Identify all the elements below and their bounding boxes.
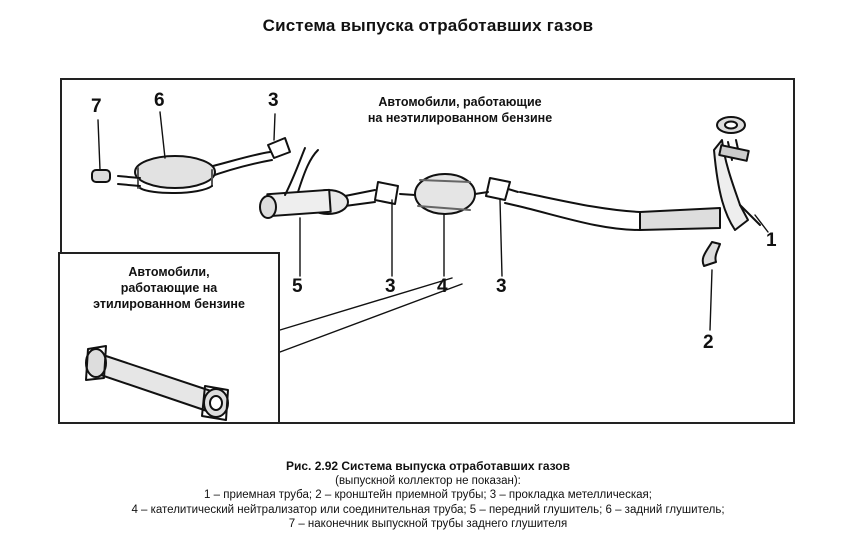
page-title: Система выпуска отработавших газов: [262, 16, 594, 35]
label-6: 6: [154, 90, 165, 111]
label-2: 2: [703, 332, 714, 353]
figure-caption: Рис. 2.92 Система выпуска отработавших г…: [0, 459, 856, 532]
caption-heading: Рис. 2.92 Система выпуска отработавших г…: [285, 459, 571, 473]
middle-pipe: [374, 173, 721, 231]
label-3-left: 3: [385, 276, 396, 297]
bracket: [701, 241, 721, 267]
connecting-pipe-drawing: [85, 345, 229, 421]
leaded-fuel-label: Автомобили, работающие на этилированном …: [93, 265, 245, 311]
tail-tip: [91, 169, 111, 183]
label-3-top: 3: [268, 90, 279, 111]
unleaded-fuel-label: Автомобили, работающие на неэтилированно…: [367, 95, 553, 125]
label-1: 1: [766, 230, 777, 251]
label-3-right: 3: [496, 276, 507, 297]
leader-lines: [97, 111, 769, 353]
caption-line: 7 – наконечник выпускной трубы заднего г…: [288, 518, 568, 530]
gasket-top: [267, 137, 291, 159]
caption-line: 4 – кателитический нейтрализатор или сое…: [131, 503, 725, 516]
rear-muffler: [117, 151, 273, 195]
label-5: 5: [292, 276, 303, 297]
front-muffler: [259, 147, 376, 219]
label-4: 4: [437, 276, 448, 297]
caption-line: 1 – приемная труба; 2 – кронштейн приемн…: [204, 489, 652, 501]
leaded-fuel-inset: Автомобили, работающие на этилированном …: [58, 252, 280, 424]
caption-line: (выпускной коллектор не показан):: [335, 474, 521, 487]
front-pipe: [713, 116, 761, 231]
label-7: 7: [91, 96, 102, 117]
diagram-frame: [60, 78, 795, 424]
